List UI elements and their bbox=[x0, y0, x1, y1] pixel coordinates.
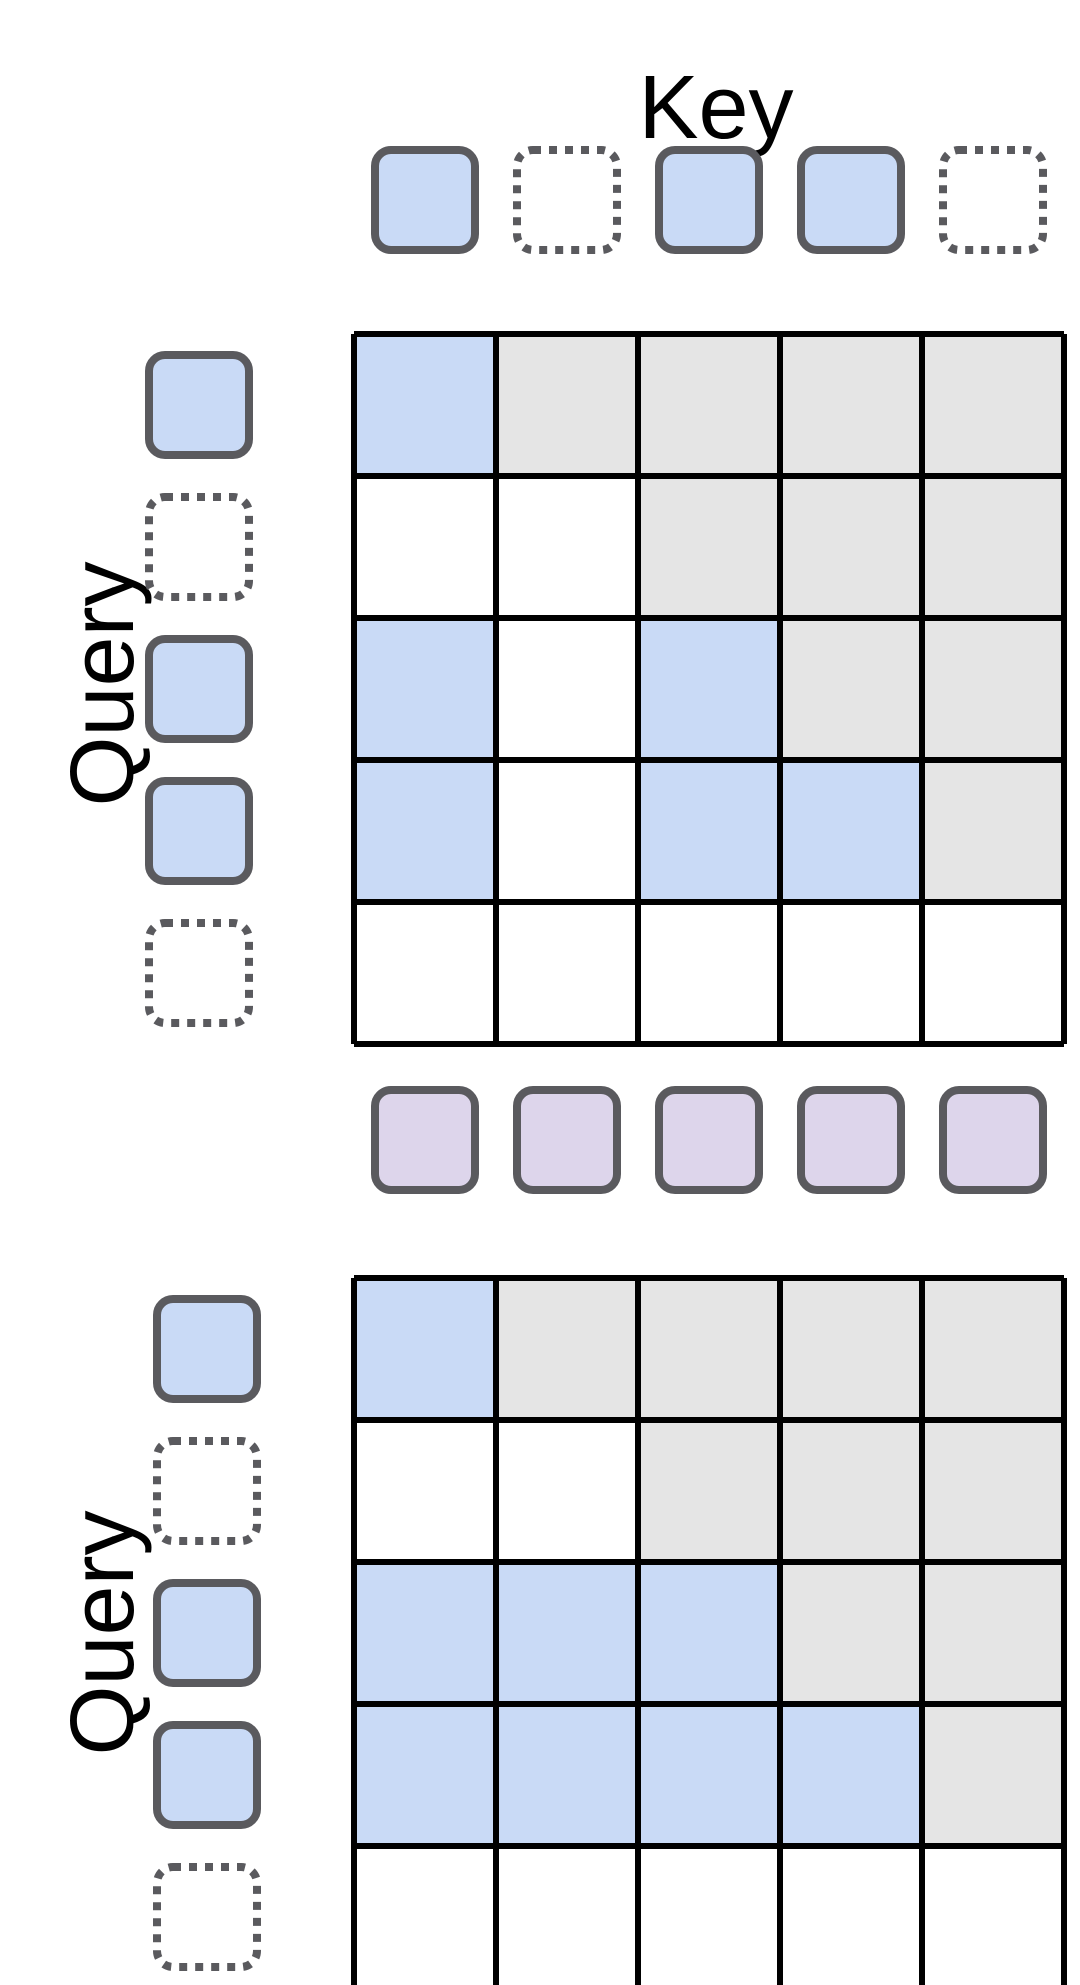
grid-lines bbox=[351, 331, 1067, 1047]
mask-cell-none bbox=[354, 476, 496, 618]
mask-cell-future bbox=[780, 1420, 922, 1562]
mask-cell-none bbox=[496, 760, 638, 902]
mask-grid bbox=[354, 334, 1064, 1044]
key-token-solid bbox=[371, 146, 479, 254]
mask-cell-attend bbox=[354, 1704, 496, 1846]
mask-cell-attend bbox=[354, 334, 496, 476]
key-token-solid bbox=[655, 146, 763, 254]
mask-cell-attend bbox=[638, 760, 780, 902]
mask-cell-future bbox=[780, 1562, 922, 1704]
mask-cell-none bbox=[496, 1420, 638, 1562]
mask-cell-none bbox=[638, 902, 780, 1044]
mask-cell-attend bbox=[354, 760, 496, 902]
mask-cell-none bbox=[496, 902, 638, 1044]
query-token-dashed bbox=[153, 1437, 261, 1545]
query-token-solid bbox=[145, 351, 253, 459]
mask-cell-attend bbox=[638, 618, 780, 760]
mask-cell-none bbox=[496, 618, 638, 760]
key-label: Key bbox=[638, 58, 793, 158]
mask-cell-attend bbox=[354, 1562, 496, 1704]
mask-cell-future bbox=[922, 476, 1064, 618]
query-token-dashed bbox=[153, 1863, 261, 1971]
key-tokens bbox=[371, 146, 1047, 254]
top-panel: Key Query bbox=[53, 58, 1067, 1047]
mask-cell-future bbox=[638, 1420, 780, 1562]
mask-cell-future bbox=[780, 618, 922, 760]
mask-cell-future bbox=[922, 760, 1064, 902]
mask-cell-future bbox=[780, 334, 922, 476]
mask-cell-none bbox=[922, 1846, 1064, 1985]
key-token-memory bbox=[939, 1086, 1047, 1194]
mask-cell-future bbox=[780, 1278, 922, 1420]
mask-cell-future bbox=[780, 476, 922, 618]
mask-cell-none bbox=[354, 1420, 496, 1562]
key-token-memory bbox=[797, 1086, 905, 1194]
mask-cell-future bbox=[638, 334, 780, 476]
bottom-panel: Query bbox=[53, 1086, 1067, 1985]
key-token-solid bbox=[797, 146, 905, 254]
query-token-dashed bbox=[145, 493, 253, 601]
mask-cell-future bbox=[922, 1278, 1064, 1420]
mask-cell-future bbox=[922, 1704, 1064, 1846]
mask-cell-future bbox=[922, 1562, 1064, 1704]
query-token-solid bbox=[153, 1295, 261, 1403]
key-token-memory bbox=[655, 1086, 763, 1194]
query-tokens bbox=[153, 1295, 261, 1971]
key-token-memory bbox=[371, 1086, 479, 1194]
query-token-solid bbox=[145, 777, 253, 885]
mask-cell-none bbox=[922, 902, 1064, 1044]
mask-cell-future bbox=[638, 1278, 780, 1420]
mask-cell-attend bbox=[496, 1562, 638, 1704]
mask-cell-future bbox=[638, 476, 780, 618]
query-token-solid bbox=[145, 635, 253, 743]
mask-cell-attend bbox=[780, 1704, 922, 1846]
key-token-dashed bbox=[513, 146, 621, 254]
key-token-dashed bbox=[939, 146, 1047, 254]
mask-cell-attend bbox=[638, 1704, 780, 1846]
mask-cell-none bbox=[496, 1846, 638, 1985]
mask-cell-future bbox=[922, 1420, 1064, 1562]
query-token-dashed bbox=[145, 919, 253, 1027]
mask-cell-attend bbox=[638, 1562, 780, 1704]
mask-cell-attend bbox=[354, 618, 496, 760]
query-label: Query bbox=[53, 1510, 153, 1755]
mask-cell-none bbox=[354, 902, 496, 1044]
mask-cell-future bbox=[922, 334, 1064, 476]
mask-cell-attend bbox=[780, 760, 922, 902]
mask-cell-attend bbox=[354, 1278, 496, 1420]
mask-cell-future bbox=[922, 618, 1064, 760]
mask-cell-none bbox=[780, 1846, 922, 1985]
mask-cell-future bbox=[496, 1278, 638, 1420]
mask-grid bbox=[354, 1278, 1064, 1985]
query-tokens bbox=[145, 351, 253, 1027]
key-tokens bbox=[371, 1086, 1047, 1194]
grid-lines bbox=[351, 1275, 1067, 1985]
query-label: Query bbox=[53, 561, 153, 806]
query-token-solid bbox=[153, 1721, 261, 1829]
key-token-memory bbox=[513, 1086, 621, 1194]
mask-cell-none bbox=[354, 1846, 496, 1985]
mask-cell-attend bbox=[496, 1704, 638, 1846]
query-token-solid bbox=[153, 1579, 261, 1687]
mask-cell-none bbox=[638, 1846, 780, 1985]
mask-cell-future bbox=[496, 334, 638, 476]
mask-cell-none bbox=[780, 902, 922, 1044]
mask-cell-none bbox=[496, 476, 638, 618]
